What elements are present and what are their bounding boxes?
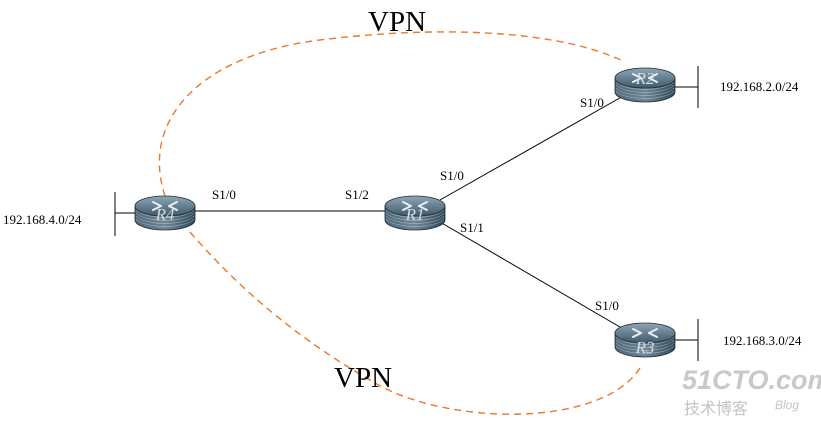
iface-r4-s1-0: S1/0: [212, 187, 236, 202]
link-r1-r2: [439, 94, 626, 201]
watermark-51cto: 51CTO.com 技术博客 Blog: [682, 365, 821, 418]
iface-r2-s1-0: S1/0: [580, 95, 604, 110]
link-r1-r3: [439, 221, 626, 331]
network-r2: 192.168.2.0/24: [720, 79, 799, 94]
network-r3: 192.168.3.0/24: [723, 333, 802, 348]
router-r4[interactable]: R4: [134, 195, 196, 231]
watermark-site: 51CTO.com: [682, 365, 821, 395]
vpn-tunnel-top: [158, 31, 626, 197]
router-r3[interactable]: R3: [614, 322, 676, 358]
lan-stub-r2: [675, 66, 699, 108]
lan-stub-r4: [114, 192, 137, 236]
iface-r1-s1-0: S1/0: [440, 168, 464, 183]
router-r1-label: R1: [405, 205, 425, 224]
iface-r1-s1-1: S1/1: [460, 220, 484, 235]
watermark-blog: Blog: [775, 398, 799, 412]
vpn-label-bottom: VPN: [334, 362, 392, 394]
vpn-tunnel-bottom: [189, 231, 641, 415]
lan-stub-r3: [675, 319, 699, 361]
watermark-tagline: 技术博客: [684, 399, 748, 418]
iface-r1-s1-2: S1/2: [345, 187, 369, 202]
router-r2[interactable]: R2: [614, 67, 676, 103]
network-r4: 192.168.4.0/24: [3, 212, 82, 227]
router-r4-label: R4: [155, 205, 175, 224]
router-r2-label: R2: [635, 69, 655, 88]
router-r1[interactable]: R1: [384, 195, 446, 231]
iface-r3-s1-0: S1/0: [595, 298, 619, 313]
vpn-label-top: VPN: [368, 6, 426, 38]
router-r3-label: R3: [635, 338, 655, 357]
